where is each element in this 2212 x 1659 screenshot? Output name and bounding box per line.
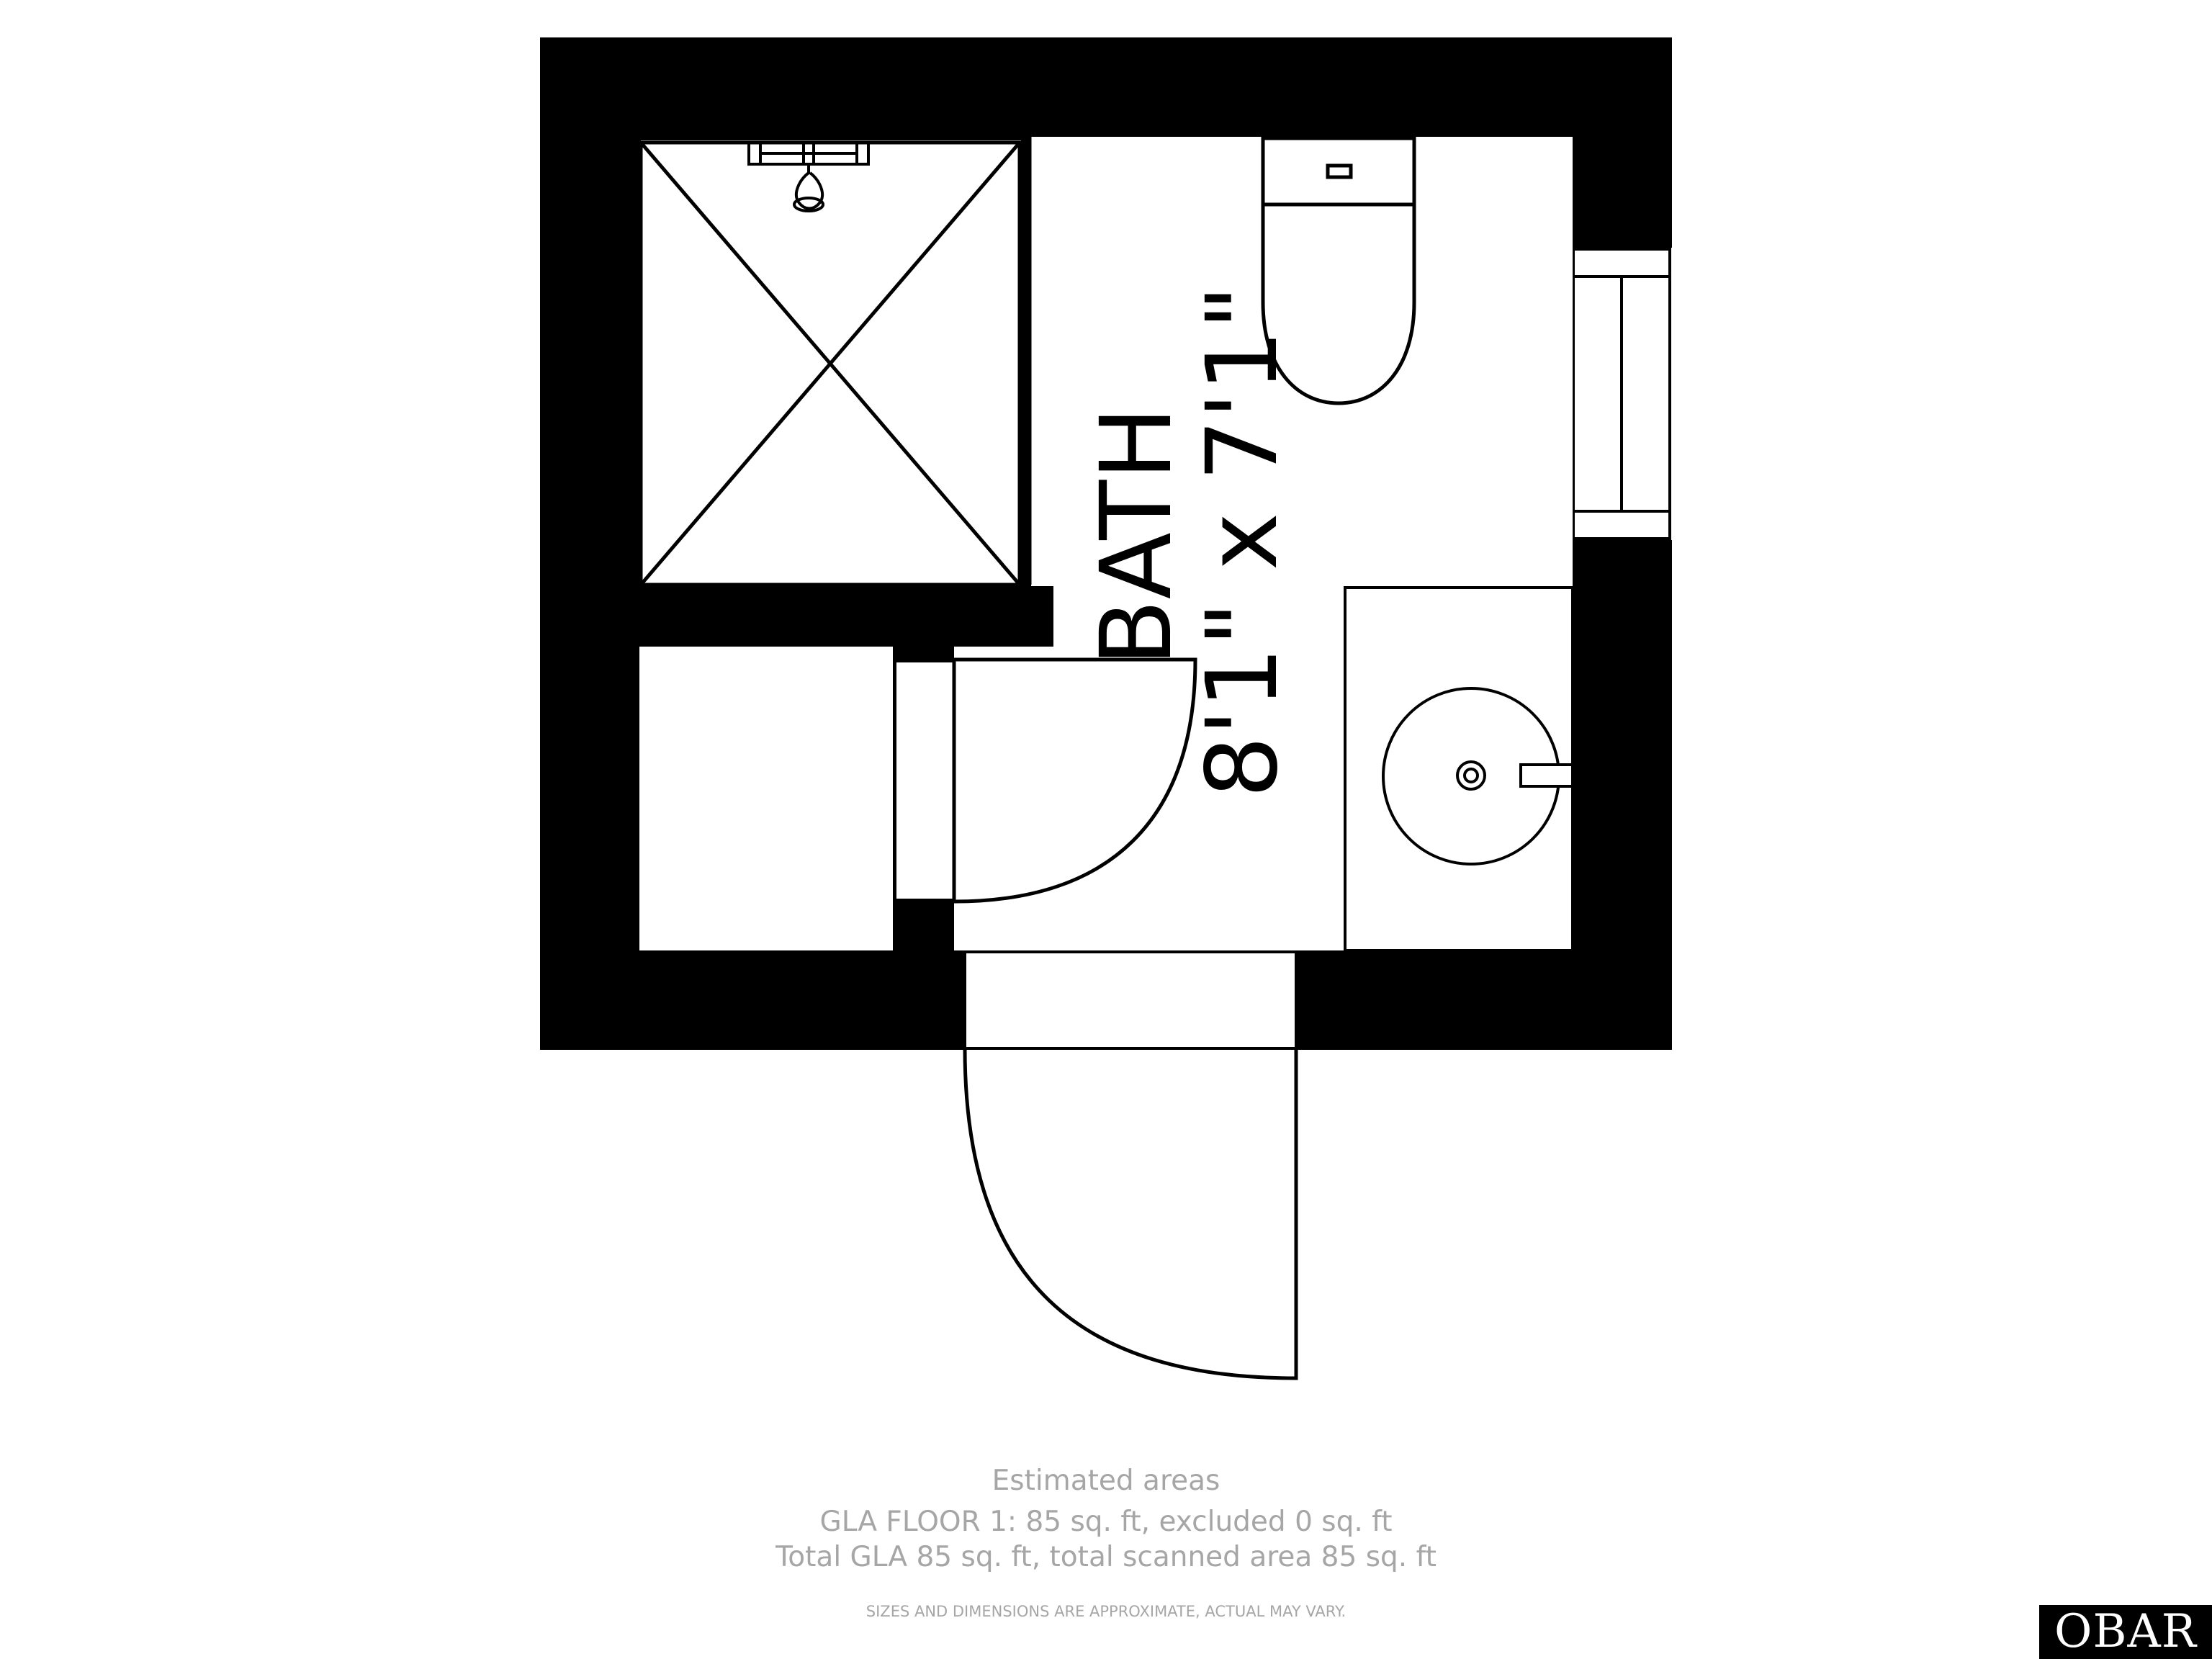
closet-door-frame (894, 660, 956, 902)
room-name: BATH (1080, 406, 1194, 666)
shower-head-icon (747, 141, 870, 212)
closet-floor (639, 647, 893, 950)
bottom-door-jamb (963, 950, 1298, 1050)
toilet-icon (1261, 136, 1416, 405)
footer-title: Estimated areas (992, 1465, 1220, 1497)
room-dimensions: 8'1" x 7'1" (1186, 285, 1300, 799)
footer-floor-area: GLA FLOOR 1: 85 sq. ft, excluded 0 sq. f… (819, 1506, 1393, 1538)
footer-disclaimer: SIZES AND DIMENSIONS ARE APPROXIMATE, AC… (866, 1603, 1346, 1620)
obar-logo: OBAR (2039, 1605, 2212, 1659)
shower-ledge-wall (637, 586, 1053, 647)
closet-door-swing (952, 657, 1197, 904)
window (1572, 248, 1671, 540)
vanity-sink-icon (1344, 586, 1574, 952)
footer-total-area: Total GLA 85 sq. ft, total scanned area … (775, 1541, 1437, 1573)
entry-door-swing (963, 1048, 1298, 1380)
bottom-door-opening (965, 952, 1296, 1051)
